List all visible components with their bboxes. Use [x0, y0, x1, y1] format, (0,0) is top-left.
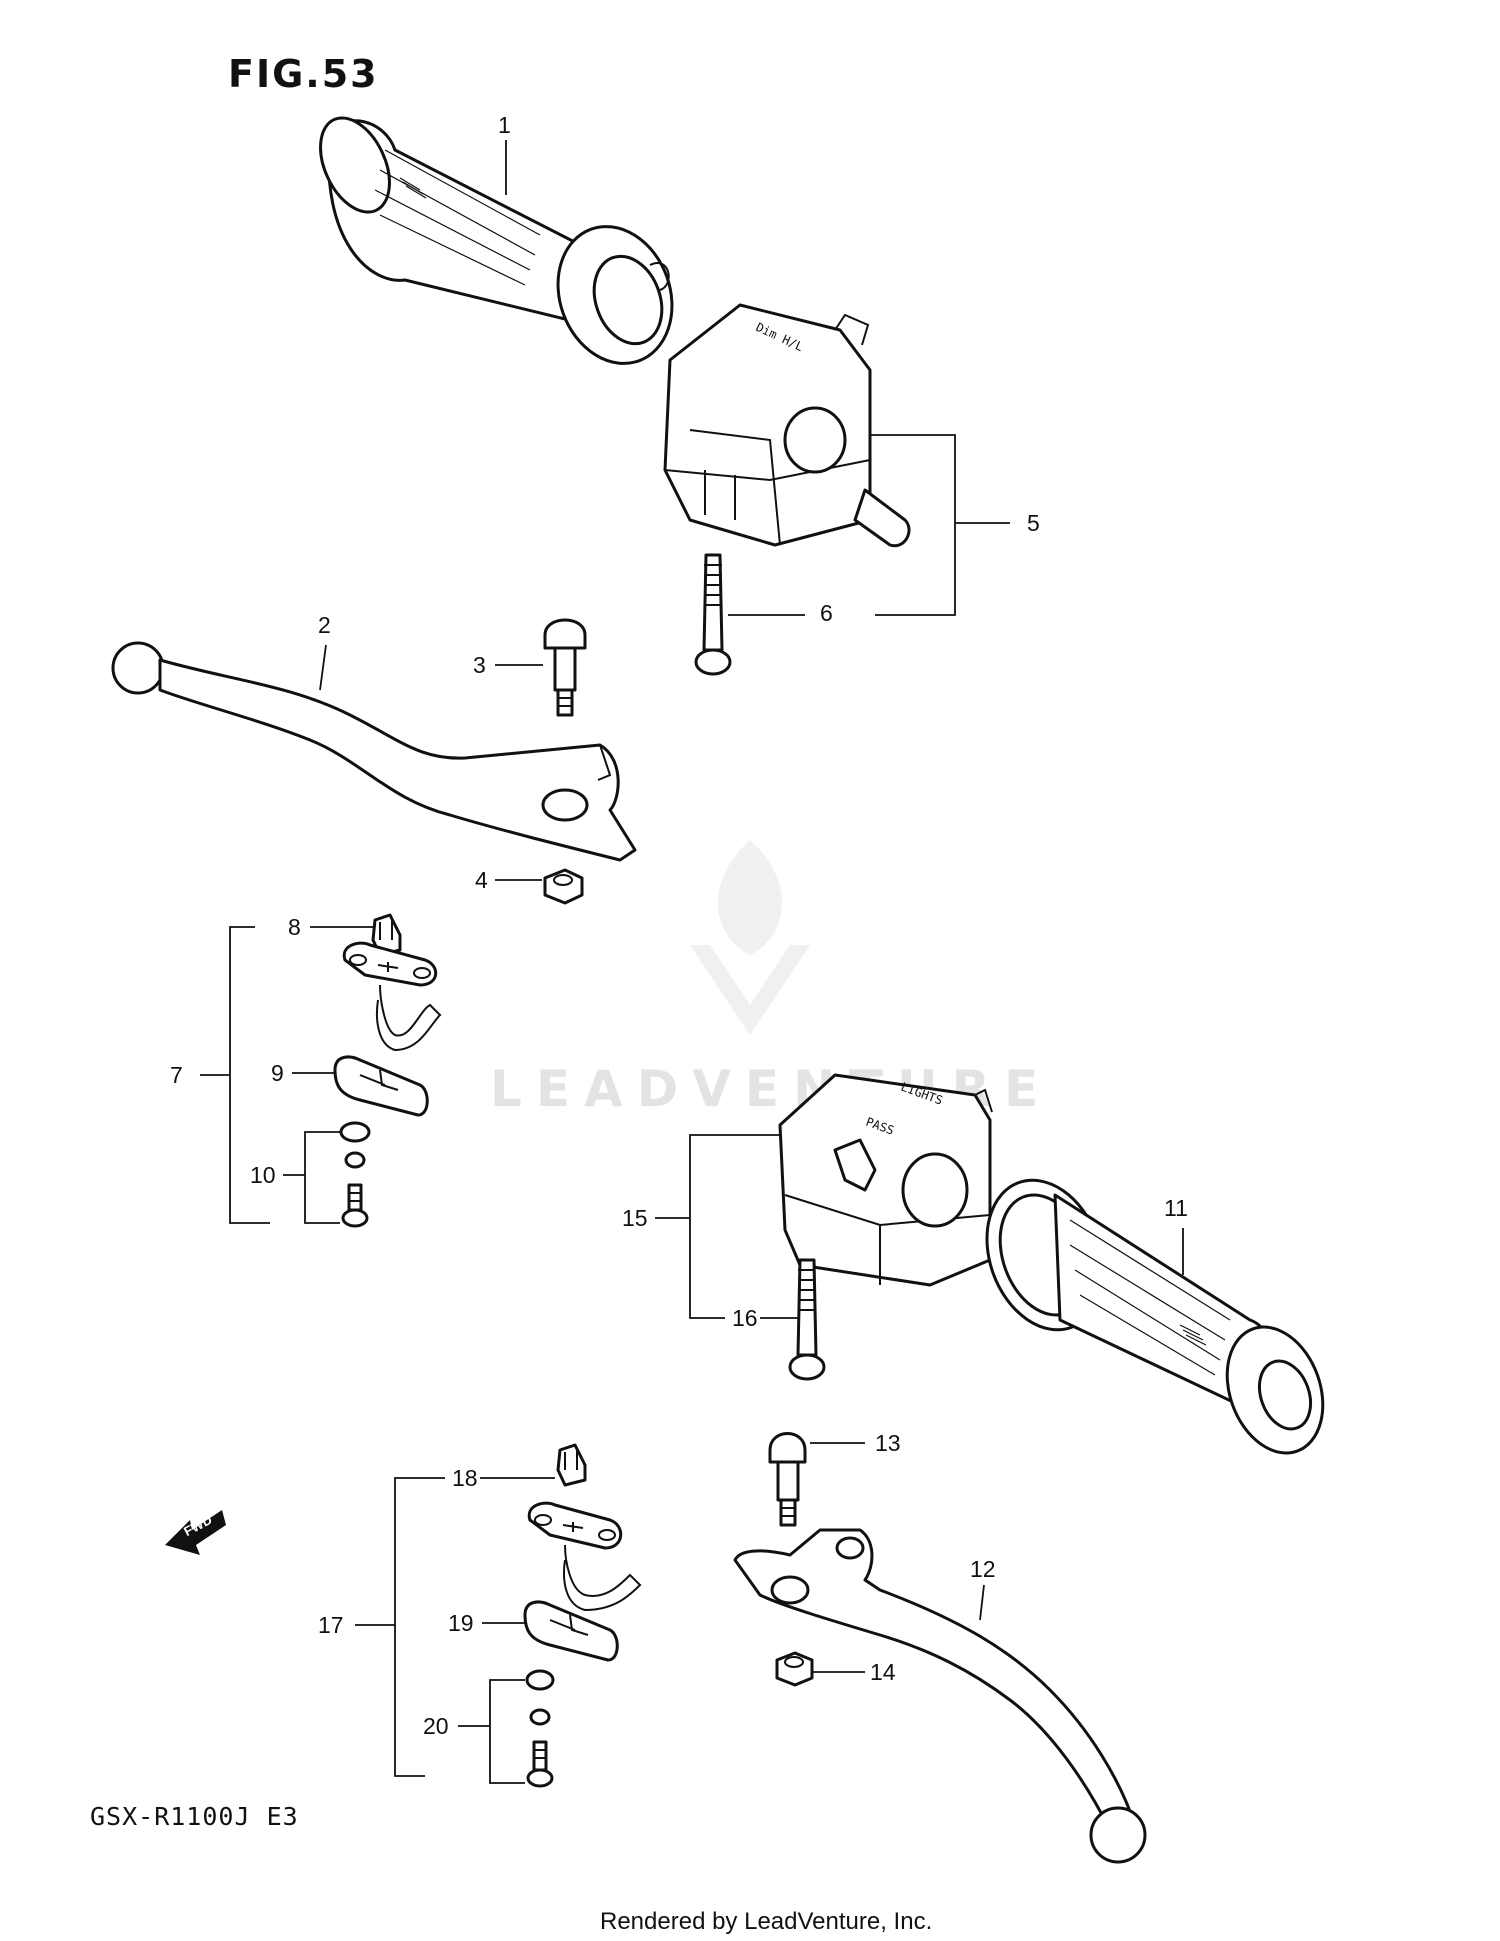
brake-switch-assembly[interactable]: [527, 1443, 642, 1612]
figure-title: FIG.53: [228, 52, 379, 96]
forward-direction-arrow: [165, 1510, 226, 1555]
switch-screw[interactable]: [694, 553, 732, 676]
brake-switch-body[interactable]: [523, 1600, 619, 1662]
callout-1[interactable]: 1: [498, 112, 511, 138]
clutch-switch-body[interactable]: [333, 1055, 429, 1117]
callout-3[interactable]: 3: [473, 652, 486, 678]
leader-lines: [200, 140, 1184, 1784]
clutch-switch-screw-set[interactable]: [339, 1121, 371, 1228]
callout-12[interactable]: 12: [970, 1556, 996, 1582]
callout-14[interactable]: 14: [870, 1659, 896, 1685]
callout-2[interactable]: 2: [318, 612, 331, 638]
callout-11[interactable]: 11: [1164, 1195, 1188, 1221]
callout-5[interactable]: 5: [1027, 510, 1040, 536]
callout-16[interactable]: 16: [732, 1305, 758, 1331]
left-handlebar-grip[interactable]: [307, 107, 691, 380]
watermark-logo: [690, 840, 810, 1035]
footer-credit: Rendered by LeadVenture, Inc.: [600, 1908, 933, 1935]
callout-4[interactable]: 4: [475, 867, 488, 893]
right-handlebar-switch[interactable]: LIGHTS PASS: [778, 1073, 993, 1287]
callout-20[interactable]: 20: [423, 1713, 449, 1739]
brake-switch-screw-set[interactable]: [525, 1669, 555, 1788]
callout-10[interactable]: 10: [250, 1162, 276, 1188]
callout-8[interactable]: 8: [288, 914, 301, 940]
callout-15[interactable]: 15: [622, 1205, 648, 1231]
brake-lever-pivot-bolt[interactable]: [768, 1432, 807, 1527]
callout-18[interactable]: 18: [452, 1465, 478, 1491]
left-handlebar-switch[interactable]: Dim H/L: [663, 303, 911, 548]
clutch-switch-assembly[interactable]: [342, 913, 442, 1052]
brake-lever-nut[interactable]: [775, 1651, 814, 1687]
throttle-grip[interactable]: [967, 1164, 1340, 1467]
callout-7[interactable]: 7: [170, 1062, 183, 1088]
callout-6[interactable]: 6: [820, 600, 833, 626]
clutch-lever[interactable]: [111, 641, 637, 862]
right-switch-screw[interactable]: [788, 1258, 826, 1381]
model-code: GSX-R1100J E3: [90, 1802, 299, 1831]
callout-17[interactable]: 17: [318, 1612, 344, 1638]
callout-9[interactable]: 9: [271, 1060, 284, 1086]
clutch-lever-nut[interactable]: [543, 868, 584, 905]
brake-lever[interactable]: [733, 1528, 1147, 1864]
callout-13[interactable]: 13: [875, 1430, 901, 1456]
callout-19[interactable]: 19: [448, 1610, 474, 1636]
clutch-lever-pivot-bolt[interactable]: [543, 618, 587, 717]
